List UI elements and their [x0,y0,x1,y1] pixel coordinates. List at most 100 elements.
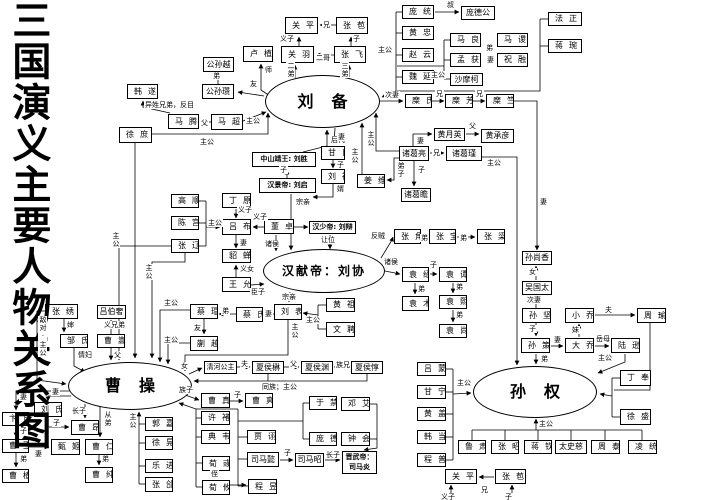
person-box: 曹丕 [2,439,29,453]
sun-quan-ellipse: 孙权 [473,366,597,418]
relation-label: 子 [429,261,438,269]
person-box: 邹氏 [60,334,88,348]
person-box: 姜维 [357,174,385,188]
relation-label: 主公 [207,219,223,227]
person-box: 程昱 [248,479,277,494]
person-box: 吕布 [222,219,251,235]
person-box: 张宝 [429,229,456,244]
person-box: 马超 [211,114,243,130]
relation-label: 子 [336,161,345,169]
relation-label: 子 [52,419,61,427]
person-box: 太史慈 [555,440,587,454]
person-box: 蒋钦 [524,440,552,454]
person-box: 钟会 [341,432,370,446]
person-box: 小乔 [565,308,594,323]
relation-label: 让位 [320,236,336,244]
person-box: 司马懿 [247,452,279,467]
person-box: 卞氏 [2,412,29,426]
person-box: 孟获 [450,53,481,67]
relation-label: 主公 [290,323,299,339]
relation-label: 兄 [435,90,444,98]
person-box: 汉少帝: 刘辩 [309,221,356,234]
person-box: 卢植 [243,46,273,62]
relation-label: 友 [193,324,202,332]
person-box: 法正 [548,12,582,26]
person-box: 袁绍 [402,267,429,282]
person-box: 黄月英 [434,128,465,141]
person-box: 马腾 [168,114,199,129]
relation-label: 兄 [432,149,441,157]
relation-label: 主公 [597,354,613,362]
person-box: 张苞 [336,17,368,34]
person-box: 吕伯奢 [97,305,126,319]
relation-label: 妻 [51,388,60,396]
person-box: 清河公主 [204,361,237,374]
person-box: 荀彧 [202,456,230,471]
person-box: 刘氏 [34,402,62,417]
relation-label: 弟子 [396,162,405,178]
person-box: 曹昂 [71,420,99,435]
person-box: 关平 [445,469,477,484]
person-box: 甘氏 [321,146,345,160]
relation-label: 妻 [264,310,273,318]
person-box: 糜氏 [405,94,432,108]
relation-label: 弟 [221,307,230,315]
person-box: 蒋琬 [548,39,582,53]
relation-label: 主公 [377,46,393,54]
person-box: 袁熙 [439,295,467,309]
person-box: 张角 [394,229,421,244]
relation-label: 义子 [279,35,295,43]
person-box: 董卓 [264,219,294,234]
relation-label: 弟 [19,455,28,463]
relation-label: 异姓兄弟，反目 [144,101,195,109]
person-box: 王允 [222,277,251,292]
person-box: 甘宁 [417,385,446,399]
relation-label: 夫 [240,360,249,368]
relation-label: 妻 [539,198,548,206]
person-box: 袁谭 [439,267,467,282]
relation-label: 义兄弟 [103,321,126,329]
relation-label: 主公 [245,117,261,125]
person-box: 曹仁 [85,439,113,455]
person-box: 陆逊 [611,338,640,353]
person-box: 高顺 [171,194,199,208]
person-box: 张苞 [495,469,526,484]
relation-label: 长子 [325,451,341,459]
person-box: 夏侯渊 [301,361,333,374]
person-box: 贾诩 [247,430,276,444]
person-box: 张飞 [334,46,366,63]
person-box: 公孙瓒 [202,84,234,99]
person-box: 夏侯楙 [252,361,284,374]
relation-label: 妻 [553,336,562,344]
person-box: 吴国太 [522,281,552,295]
relation-label: 义子 [440,493,456,500]
relation-label: 女 [528,268,537,276]
relation-label: 二弟 [286,62,295,78]
person-box: 孙坚 [522,308,551,323]
person-box: 邓艾 [341,397,370,411]
person-box: 刘禅 [321,169,345,184]
person-box: 黄盖 [417,407,446,421]
relation-label: 兄 [480,486,489,494]
relation-label: 父 [113,351,122,359]
relation-label: 友 [249,80,258,88]
person-box: 韩遂 [127,84,158,99]
relation-label: 主公 [366,131,375,147]
person-box: 关羽 [281,46,314,63]
person-box: 黄忠 [402,26,434,40]
person-box: 诸葛瞻 [401,188,431,202]
person-box: 徐庶 [119,127,152,143]
person-box: 黄祖 [326,298,355,312]
relation-label: 义子 [237,206,253,214]
relation-label: 弟 [455,283,464,291]
person-box: 曹爽 [245,393,273,408]
relation-label: 主公 [199,138,215,146]
relation-label: 弟 [101,455,110,463]
relation-label: 妻 [337,133,346,141]
person-box: 蔡氏 [236,307,263,322]
relation-label: 情妇 [77,351,93,359]
han-xiandi-ellipse: 汉献帝：刘协 [263,249,385,293]
relation-label: 主公 [350,148,359,164]
relation-label: 妻 [486,56,495,64]
person-box: 庞德公 [461,6,495,20]
